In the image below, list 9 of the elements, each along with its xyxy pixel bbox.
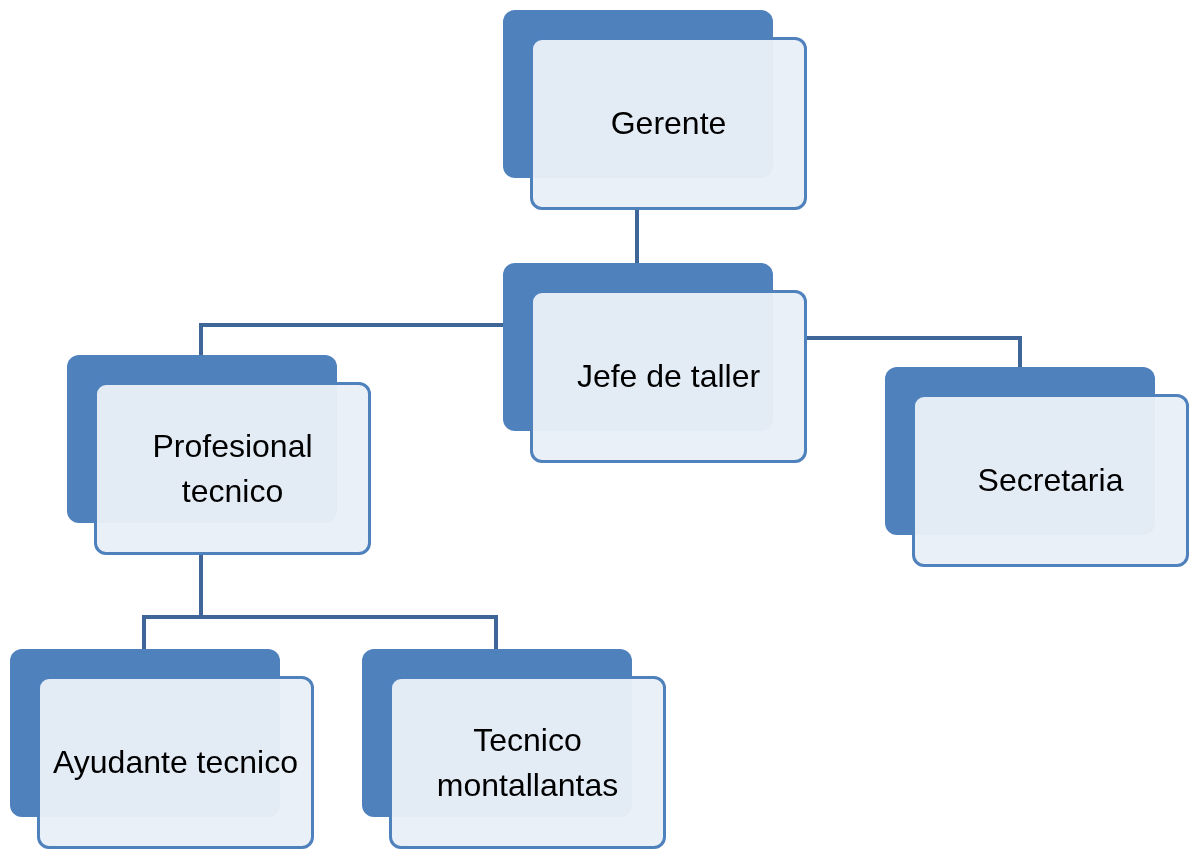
role-label: Ayudante tecnico: [52, 743, 299, 783]
role-label: Gerente: [609, 104, 728, 144]
connector-line: [635, 210, 639, 263]
role-label: Jefe de taller: [575, 357, 762, 397]
connector-line: [199, 555, 498, 649]
role-label: Secretaria: [976, 461, 1125, 501]
role-label: Tecnico montallantas: [435, 720, 620, 805]
role-label: Profesional tecnico: [151, 426, 314, 511]
connector-line: [199, 323, 503, 355]
